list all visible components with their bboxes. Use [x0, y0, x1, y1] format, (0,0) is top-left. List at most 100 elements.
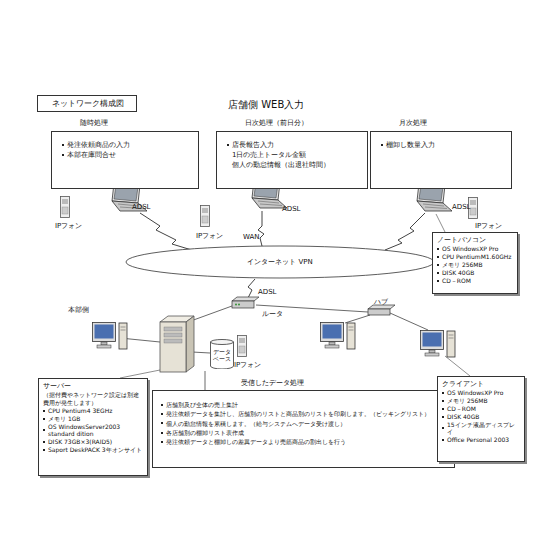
item-text: 発注依頼データを集計し、店舗別のリストと商品別のリストを印刷します。（ピッキング…: [166, 409, 430, 418]
cylinder-body: [211, 342, 234, 369]
box-heading: 受信したデータ処理: [241, 378, 304, 388]
device-label: IPフォン: [234, 360, 261, 370]
process-box: 棚卸し数量入力月次処理: [370, 131, 512, 189]
bullet-dot: [62, 154, 64, 156]
bullet-dot: [442, 439, 444, 441]
text-holder: 棚卸し数量入力: [381, 140, 507, 150]
text-row: DISK 40GB: [442, 413, 520, 421]
item-text: Saport DeskPACK 3年オンサイト: [48, 446, 142, 454]
text-row: CPU PentiumM1.60GHz: [437, 253, 513, 261]
client-pc-icon: [93, 323, 128, 350]
box-heading: 月次処理: [399, 118, 427, 128]
text-row: （据付費やネットワーク設定は別途費用が発生します）: [43, 391, 143, 407]
device-label: ADSL: [282, 205, 301, 213]
text-row: OS WindowsServer2003 standard dition: [43, 423, 143, 439]
item-text: 店長報告入力: [232, 140, 274, 150]
bullet-dot: [161, 441, 163, 443]
bullet-dot: [437, 256, 439, 258]
text-holder: 店長報告入力1日の売上トータル金額個人の勤怠情報（出退社時間）: [227, 140, 363, 170]
box-heading: 随時処理: [80, 118, 108, 128]
ellipse-outline: [126, 246, 434, 278]
item-text: CD－ROM: [442, 277, 471, 285]
diagram-title: 店舗側 WEB入力: [228, 98, 304, 112]
item-text: DISK 40GB: [447, 413, 479, 421]
title-box: ネットワーク構成図: [37, 95, 137, 112]
bullet-dot: [43, 410, 45, 412]
network-ellipse: インターネット VPN: [125, 245, 435, 279]
device-label: IPフォン: [196, 231, 223, 241]
box-heading: クライアント: [442, 380, 520, 388]
spec-box: ノートパソコンOS WindowsXP ProCPU PentiumM1.60G…: [432, 232, 518, 294]
device-label: IPフォン: [55, 221, 82, 231]
bullet-dot: [442, 392, 444, 394]
bullet-dot: [442, 400, 444, 402]
text-holder: データ ベース: [210, 339, 234, 369]
bullet-dot: [437, 272, 439, 274]
text-row: Saport DeskPACK 3年オンサイト: [43, 446, 143, 454]
item-text: DISK 40GB: [442, 269, 474, 277]
item-text: OS WindowsXP Pro: [447, 389, 503, 397]
item-text: 各店舗別の棚卸リスト表作成: [166, 428, 244, 437]
bullet-dot: [161, 413, 163, 415]
text-holder: クライアントOS WindowsXP Proメモリ 256MBCD－ROMDIS…: [438, 377, 524, 447]
text-row: DISK 40GB: [437, 269, 513, 277]
router-icon: [232, 297, 259, 308]
item-text: CPU PentiumM1.60GHz: [442, 253, 512, 261]
item-text: 発注依頼データと棚卸しの差異データより売筋商品の割出しを行う: [166, 437, 346, 446]
item-text: 発注依頼商品の入力: [67, 140, 130, 150]
text-holder: インターネット VPN: [125, 245, 435, 279]
bullet-dot: [227, 144, 229, 146]
database-cylinder: データ ベース: [210, 339, 234, 369]
text-row: 発注依頼商品の入力: [62, 140, 194, 150]
bullet-dot: [442, 427, 444, 429]
item-text: メモリ 1GB: [48, 415, 81, 423]
text-row: OS WindowsXP Pro: [442, 389, 520, 397]
item-text: 個人の勤怠情報（出退社時間）: [232, 160, 330, 170]
text-holder: サーバー（据付費やネットワーク設定は別途費用が発生します）CPU Pentium…: [39, 379, 147, 457]
text-row: 発注依頼データを集計し、店舗別のリストと商品別のリストを印刷します。（ピッキング…: [161, 409, 450, 418]
bullet-dot: [43, 429, 45, 431]
title-text: ネットワーク構成図: [52, 98, 124, 109]
item-text: CPU Pentium4 3EGHz: [48, 407, 112, 415]
bullet-dot: [161, 422, 163, 424]
text-row: 1日の売上トータル金額: [227, 150, 363, 160]
text-row: 個人の勤怠情報を累積します。（給与システムへデータ受け渡し）: [161, 419, 450, 428]
box-heading: サーバー: [43, 382, 143, 390]
text-holder: 店舗別及び全体の売上集計発注依頼データを集計し、店舗別のリストと商品別のリストを…: [161, 400, 450, 446]
item-text: 1日の売上トータル金額: [232, 150, 306, 160]
bullet-dot: [43, 418, 45, 420]
process-box: 店舗別及び全体の売上集計発注依頼データを集計し、店舗別のリストと商品別のリストを…: [152, 390, 455, 468]
text-row: 各店舗別の棚卸リスト表作成: [161, 428, 450, 437]
bullet-dot: [161, 432, 163, 434]
item-text: 棚卸し数量入力: [386, 140, 435, 150]
text-row: Office Personal 2003: [442, 436, 520, 444]
spec-box: クライアントOS WindowsXP Proメモリ 256MBCD－ROMDIS…: [437, 376, 525, 462]
cylinder-top: [211, 340, 234, 345]
node-text: インターネット VPN: [247, 257, 312, 267]
text-holder: 発注依頼商品の入力本部在庫問合せ: [62, 140, 194, 160]
text-holder: ノートパソコンOS WindowsXP ProCPU PentiumM1.60G…: [433, 233, 517, 287]
bullet-dot: [442, 416, 444, 418]
lan-wire: [120, 305, 428, 390]
bullet-dot: [62, 144, 64, 146]
device-label: ADSL: [132, 203, 151, 211]
item-text: メモリ 256MB: [442, 261, 483, 269]
device-label: ルータ: [262, 309, 283, 319]
bullet-dot: [437, 248, 439, 250]
ip-phone-icon: [201, 206, 210, 227]
leader-line: [120, 214, 470, 378]
item-text: 本部在庫問合せ: [67, 150, 116, 160]
text-row: 棚卸し数量入力: [381, 140, 507, 150]
device-label: ADSL: [452, 203, 471, 211]
device-label: IPフォン: [475, 221, 502, 231]
item-text: 個人の勤怠情報を累積します。（給与システムへデータ受け渡し）: [166, 419, 346, 428]
text-row: 15インチ液晶ディスプレイ: [442, 421, 520, 437]
ip-phone-icon: [238, 336, 247, 357]
process-box: 店長報告入力1日の売上トータル金額個人の勤怠情報（出退社時間）日次処理（前日分）: [216, 131, 368, 189]
item-text: DISK 73GB×3(RAID5): [48, 438, 112, 446]
text-row: 個人の勤怠情報（出退社時間）: [227, 160, 363, 170]
server-icon: [160, 316, 194, 372]
bullet-dot: [437, 264, 439, 266]
text-row: 発注依頼データと棚卸しの差異データより売筋商品の割出しを行う: [161, 437, 450, 446]
text-row: CD－ROM: [442, 405, 520, 413]
